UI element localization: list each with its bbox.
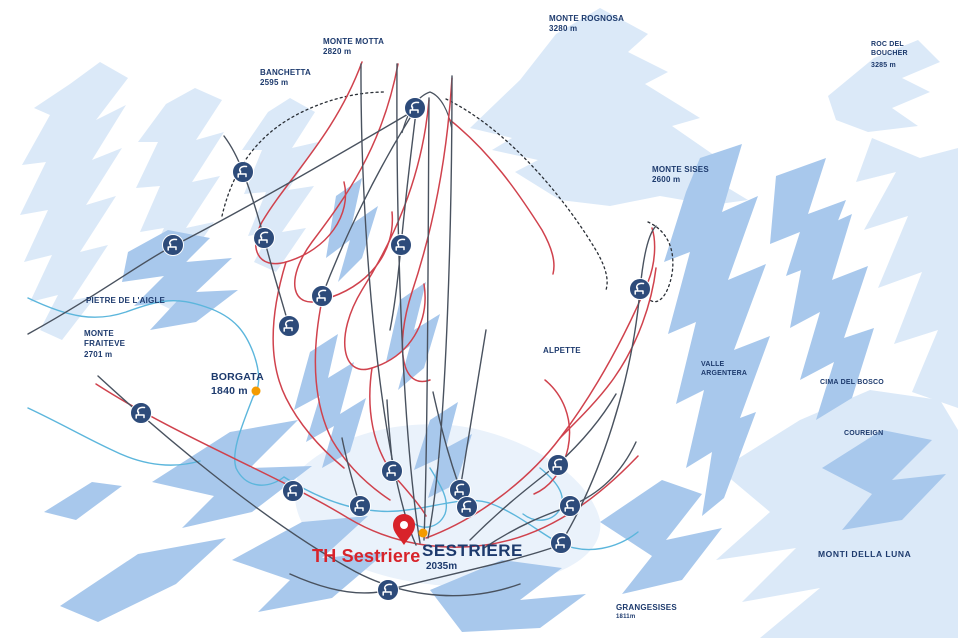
chairlift-icon <box>348 494 372 518</box>
peak-name: MONTE MOTTA <box>323 37 385 46</box>
map-pin-icon[interactable] <box>393 514 415 545</box>
place-name: COUREIGN <box>844 430 884 437</box>
peak-elevation: 2820 m <box>323 47 352 57</box>
label-monte-motta: MONTE MOTTA 2820 m <box>323 37 384 58</box>
place-name: MONTI DELLA LUNA <box>818 549 912 559</box>
chairlift-icon <box>277 314 301 338</box>
mountain-shapes-medium <box>44 144 946 632</box>
village-dot-icon <box>251 386 261 396</box>
label-alpette: ALPETTE <box>543 346 581 356</box>
chairlift-icon <box>129 401 153 425</box>
red-pistes <box>95 61 657 548</box>
place-name: ALPETTE <box>543 346 581 355</box>
chairlift-icon <box>558 494 582 518</box>
peak-elevation: 2595 m <box>260 78 289 88</box>
label-borgata: BORGATA 1840 m <box>211 371 264 398</box>
label-pietre-de-laigle: PIETRE DE L'AIGLE <box>86 296 165 306</box>
chairlift-icon <box>546 453 570 477</box>
label-coureign: COUREIGN <box>844 429 883 438</box>
chairlift-icon <box>161 233 185 257</box>
lift-lines <box>27 63 657 597</box>
place-elevation: 1840 m <box>211 384 248 397</box>
chairlift-icon <box>231 160 255 184</box>
place-name: PIETRE DE L'AIGLE <box>86 296 166 305</box>
label-monte-rognosa: MONTE ROGNOSA 3280 m <box>549 14 624 35</box>
label-roc-del-boucher: ROC DEL BOUCHER 3285 m <box>871 40 911 70</box>
peak-name: ROC DEL BOUCHER <box>871 41 908 58</box>
place-name: BORGATA <box>211 371 264 383</box>
chairlift-icon <box>549 531 573 555</box>
label-monte-fraiteve: MONTE FRAITEVE 2701 m <box>84 329 126 360</box>
peak-elevation: 3285 m <box>871 62 896 70</box>
chairlift-icon <box>281 479 305 503</box>
label-banchetta: BANCHETTA 2595 m <box>260 68 311 89</box>
chairlift-icon <box>403 96 427 120</box>
village-name: SESTRIERE <box>422 541 523 560</box>
village-dot-icon <box>418 528 428 538</box>
th-sestriere-label[interactable]: TH Sestriere <box>312 546 421 566</box>
peak-elevation: 3280 m <box>549 24 578 34</box>
place-elevation: 1811m <box>616 614 636 621</box>
peak-name: BANCHETTA <box>260 68 311 77</box>
label-valle-argentera: VALLE ARGENTERA <box>701 360 751 378</box>
chairlift-icon <box>310 284 334 308</box>
chairlift-icon <box>455 495 479 519</box>
label-sestriere: SESTRIERE 2035m <box>422 541 523 572</box>
chairlift-icon <box>376 578 400 602</box>
peak-elevation: 2701 m <box>84 349 113 359</box>
chairlift-icon <box>380 459 404 483</box>
place-name: CIMA DEL BOSCO <box>820 379 884 386</box>
label-monti-della-luna: MONTI DELLA LUNA <box>818 549 911 559</box>
peak-name: MONTE FRAITEVE <box>84 329 126 349</box>
village-elevation: 2035m <box>426 561 458 572</box>
peak-name: MONTE ROGNOSA <box>549 14 625 23</box>
label-grangesises: GRANGESISES 1811m <box>616 603 677 622</box>
chairlift-icon <box>628 277 652 301</box>
chairlift-icon <box>252 226 276 250</box>
mountain-shapes-light <box>20 8 958 638</box>
chairlift-icon <box>389 233 413 257</box>
place-name: VALLE ARGENTERA <box>701 361 748 378</box>
label-monte-sises: MONTE SISES 2600 m <box>652 165 709 186</box>
label-cima-del-bosco: CIMA DEL BOSCO <box>820 378 884 387</box>
peak-elevation: 2600 m <box>652 175 681 185</box>
place-name: GRANGESISES <box>616 603 677 612</box>
peak-name: MONTE SISES <box>652 165 709 174</box>
